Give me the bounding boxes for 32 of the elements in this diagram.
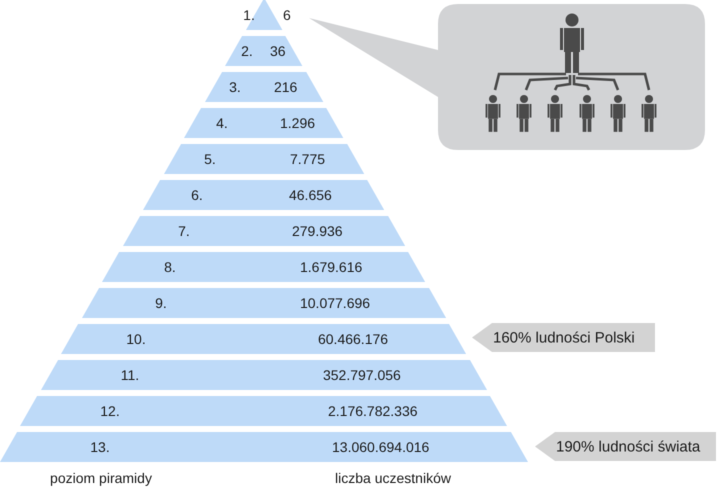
tag-text: 190% ludności świata	[556, 439, 700, 454]
level-number: 6.	[191, 188, 203, 202]
level-number: 3.	[229, 80, 241, 94]
pointer-tag	[472, 323, 655, 352]
level-number: 5.	[204, 152, 216, 166]
level-number: 12.	[100, 404, 120, 418]
level-number: 13.	[90, 440, 110, 454]
level-number: 1.	[243, 8, 255, 22]
participant-count: 46.656	[288, 188, 332, 202]
tag-text: 160% ludności Polski	[493, 330, 635, 345]
level-number: 2.	[241, 44, 253, 58]
level-number: 8.	[164, 260, 176, 274]
participant-count: 60.466.176	[318, 332, 388, 346]
column-heading: poziom piramidy	[50, 471, 152, 485]
participant-count: 13.060.694.016	[332, 440, 430, 454]
level-number: 9.	[155, 296, 167, 310]
participant-count: 1.296	[280, 116, 316, 130]
level-number: 10.	[126, 332, 146, 346]
pointer-tag	[535, 432, 716, 461]
participant-count: 1.679.616	[300, 260, 362, 274]
participant-count: 36	[270, 44, 286, 58]
participant-count: 2.176.782.336	[328, 404, 418, 418]
participant-count: 10.077.696	[300, 296, 370, 310]
level-number: 4.	[216, 116, 228, 130]
participant-count: 352.797.056	[322, 368, 401, 382]
participant-count: 279.936	[292, 224, 343, 238]
column-heading: liczba uczestników	[335, 471, 451, 485]
participant-count: 6	[283, 8, 291, 22]
level-number: 7.	[178, 224, 190, 238]
participant-count: 216	[274, 80, 298, 94]
level-number: 11.	[120, 368, 140, 382]
participant-count: 7.775	[290, 152, 326, 166]
